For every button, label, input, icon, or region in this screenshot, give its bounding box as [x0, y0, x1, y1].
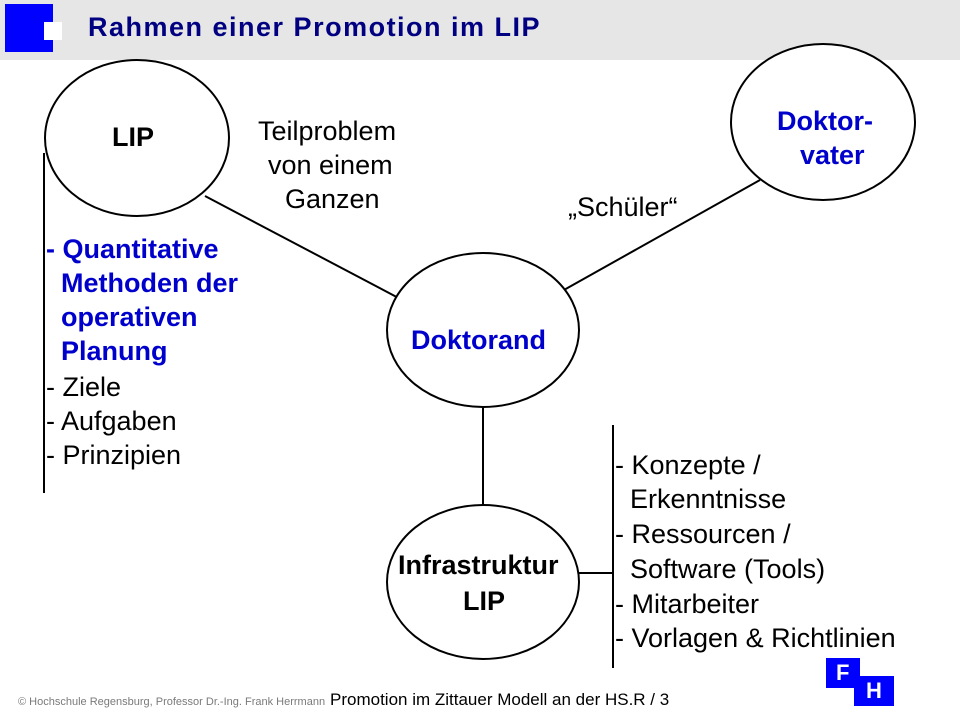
- infrastruktur-node-label-line2: LIP: [463, 586, 506, 616]
- teilproblem-label-line3: Ganzen: [285, 184, 380, 214]
- infrastruktur-node-label-line1: Infrastruktur: [398, 550, 559, 580]
- right-list-item: - Vorlagen & Richtlinien: [615, 623, 896, 653]
- lip-node-label: LIP: [112, 122, 155, 152]
- footer-credit: © Hochschule Regensburg, Professor Dr.-I…: [18, 696, 325, 708]
- left-list-item: - Prinzipien: [46, 440, 182, 470]
- doktorand-ellipse: [386, 252, 580, 408]
- footer-credit-text: Hochschule Regensburg, Professor Dr.-Ing…: [29, 696, 326, 708]
- fh-logo-block-icon: [854, 676, 894, 706]
- header: Rahmen einer Promotion im LIP: [0, 0, 960, 60]
- teilproblem-label-line1: Teilproblem: [258, 116, 397, 146]
- right-list-item: - Konzepte /: [615, 450, 761, 480]
- fh-logo-letter: H: [866, 678, 882, 703]
- left-list-item: - Aufgaben: [46, 406, 177, 436]
- left-list-item: Methoden der: [46, 268, 239, 298]
- connector-doktorand-doktorvater: [554, 179, 761, 296]
- right-list-item: - Ressourcen /: [615, 519, 791, 549]
- doktorvater-node-label-line2: vater: [800, 140, 865, 170]
- fh-logo-letter: F: [836, 660, 850, 685]
- doktorvater-node-label-line1: Doktor-: [777, 106, 873, 136]
- page-title: Rahmen einer Promotion im LIP: [88, 12, 542, 42]
- left-list-item: - Quantitative: [46, 234, 219, 264]
- lip-ellipse: [44, 59, 230, 217]
- left-list-item: operativen: [46, 302, 198, 332]
- infrastruktur-ellipse: [386, 504, 580, 660]
- schueler-label: „Schüler“: [568, 192, 678, 222]
- connector-lip-doktorand: [204, 195, 409, 304]
- left-list-item: Planung: [46, 336, 168, 366]
- teilproblem-label-line2: von einem: [268, 150, 393, 180]
- copyright-icon: ©: [18, 696, 27, 708]
- logo-square-cutout-icon: [44, 22, 62, 40]
- footer-page-info: Promotion im Zittauer Modell an der HS.R…: [330, 690, 670, 709]
- left-list-item: - Ziele: [46, 372, 122, 402]
- right-list-item: Erkenntnisse: [615, 484, 787, 514]
- doktorand-node-label: Doktorand: [411, 325, 546, 355]
- right-list-item: Software (Tools): [615, 554, 826, 584]
- doktorvater-ellipse: [730, 43, 916, 201]
- right-list-item: - Mitarbeiter: [615, 589, 760, 619]
- fh-logo: F H: [826, 658, 896, 706]
